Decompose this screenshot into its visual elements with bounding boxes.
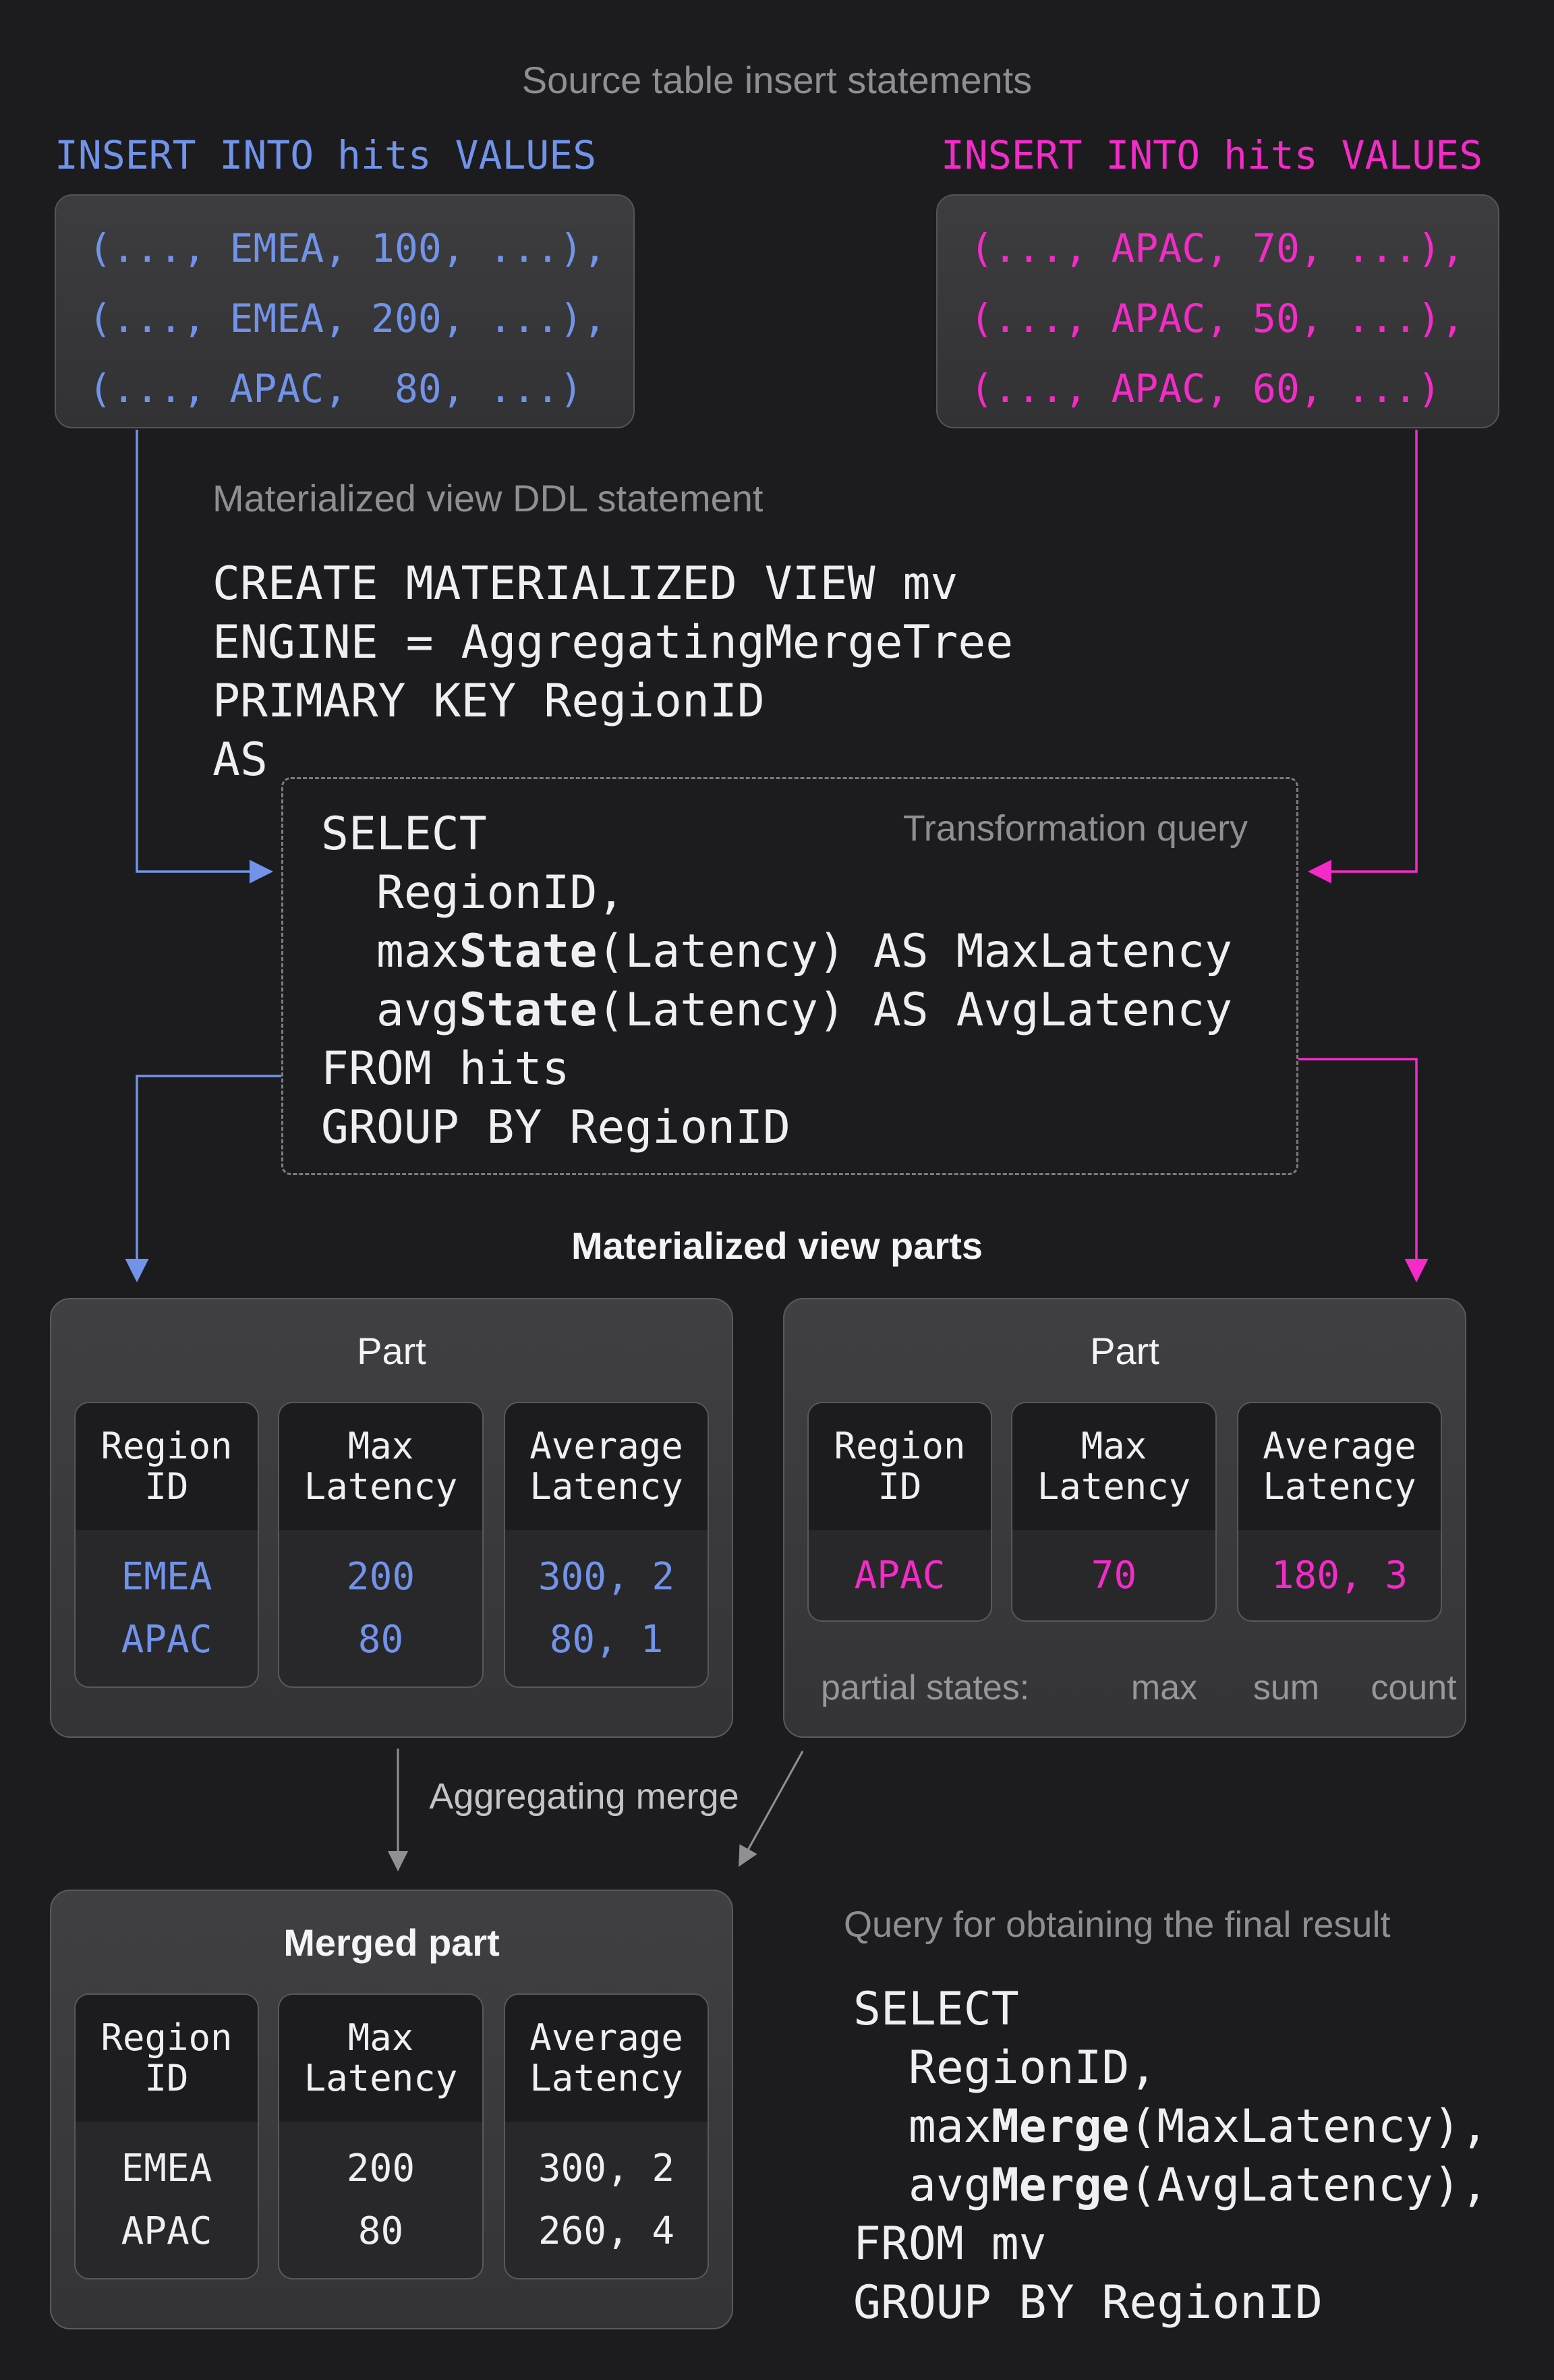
page-title: Source table insert statements <box>521 59 1033 101</box>
column-values: 180, 3 <box>1238 1530 1441 1620</box>
column-values: 200 80 <box>279 1530 482 1687</box>
tq-line: GROUP BY RegionID <box>321 1101 790 1154</box>
tq-line: avgState(Latency) AS AvgLatency <box>321 984 1233 1037</box>
tq-line: RegionID, <box>321 866 625 919</box>
merged-col-max: Max Latency 200 80 <box>278 1993 484 2279</box>
cell-value: 200 <box>346 1554 415 1599</box>
cell-value: APAC <box>121 2209 212 2254</box>
insert-left-label: INSERT INTO hits VALUES <box>55 132 597 178</box>
column-values: 200 80 <box>279 2122 482 2278</box>
ddl-line: AS <box>212 733 268 787</box>
column-header: Average Latency <box>1238 1403 1441 1530</box>
merged-part-box: Merged part Region ID EMEA APAC Max Late… <box>50 1890 733 2329</box>
final-query-heading: Query for obtaining the final result <box>844 1904 1391 1945</box>
column-header: Region ID <box>76 1403 258 1530</box>
part-left-col-region: Region ID EMEA APAC <box>74 1402 259 1688</box>
column-values: 70 <box>1012 1530 1215 1620</box>
partial-state-count-label: count <box>1371 1668 1457 1707</box>
column-header: Average Latency <box>505 1403 708 1530</box>
insert-right-line: (..., APAC, 50, ...), <box>970 295 1465 341</box>
transformation-query-heading: Transformation query <box>902 808 1248 849</box>
transformation-query-box: Transformation query SELECT RegionID, ma… <box>281 777 1298 1175</box>
cell-value: 80 <box>357 2209 404 2254</box>
mv-parts-heading: Materialized view parts <box>571 1224 983 1267</box>
arrow-insert-right-to-query <box>1308 430 1418 884</box>
fq-line: FROM mv <box>853 2217 1047 2271</box>
insert-left-line: (..., APAC, 80, ...) <box>88 366 583 412</box>
column-values: APAC <box>809 1530 991 1620</box>
column-header: Max Latency <box>279 1995 482 2122</box>
partial-state-sum-label: sum <box>1253 1668 1320 1707</box>
part-right-col-region: Region ID APAC <box>807 1402 992 1622</box>
part-left-col-avg: Average Latency 300, 2 80, 1 <box>504 1402 709 1688</box>
insert-left-line: (..., EMEA, 200, ...), <box>88 295 607 341</box>
insert-right-line: (..., APAC, 70, ...), <box>970 225 1465 271</box>
cell-value: EMEA <box>121 2146 212 2190</box>
column-values: EMEA APAC <box>76 2122 258 2278</box>
fq-line: avgMerge(AvgLatency), <box>853 2159 1489 2212</box>
tq-line: maxState(Latency) AS MaxLatency <box>321 925 1233 978</box>
partial-states-label: partial states: <box>821 1668 1030 1707</box>
part-right-col-max: Max Latency 70 <box>1011 1402 1217 1622</box>
part-box-left: Part Region ID EMEA APAC Max Latency 200… <box>50 1298 733 1738</box>
cell-value: 70 <box>1091 1553 1137 1597</box>
cell-value: 80, 1 <box>549 1618 664 1662</box>
ddl-line: CREATE MATERIALIZED VIEW mv <box>212 557 958 611</box>
cell-value: 180, 3 <box>1271 1553 1408 1597</box>
column-values: EMEA APAC <box>76 1530 258 1687</box>
cell-value: 260, 4 <box>538 2209 675 2254</box>
cell-value: APAC <box>121 1618 212 1662</box>
fq-line: RegionID, <box>853 2041 1157 2095</box>
insert-left-line: (..., EMEA, 100, ...), <box>88 225 607 271</box>
insert-right-label: INSERT INTO hits VALUES <box>941 132 1483 178</box>
ddl-heading: Materialized view DDL statement <box>212 477 764 519</box>
column-header: Average Latency <box>505 1995 708 2122</box>
ddl-line: PRIMARY KEY RegionID <box>212 675 765 728</box>
insert-left-box: (..., EMEA, 100, ...), (..., EMEA, 200, … <box>55 194 635 428</box>
ddl-line: ENGINE = AggregatingMergeTree <box>212 616 1014 669</box>
cell-value: EMEA <box>121 1554 212 1599</box>
final-query-code: SELECT RegionID, maxMerge(MaxLatency), a… <box>853 1980 1489 2332</box>
insert-right-box: (..., APAC, 70, ...), (..., APAC, 50, ..… <box>936 194 1499 428</box>
merged-col-region: Region ID EMEA APAC <box>74 1993 259 2279</box>
merged-part-title: Merged part <box>283 1921 500 1964</box>
fq-line: maxMerge(MaxLatency), <box>853 2100 1489 2153</box>
part-right-title: Part <box>1090 1330 1159 1372</box>
column-values: 300, 2 80, 1 <box>505 1530 708 1687</box>
partial-state-max-label: max <box>1130 1668 1198 1707</box>
insert-right-line: (..., APAC, 60, ...) <box>970 366 1441 412</box>
tq-line: SELECT <box>321 808 487 861</box>
fq-line: SELECT <box>853 1983 1019 2036</box>
merged-col-avg: Average Latency 300, 2 260, 4 <box>504 1993 709 2279</box>
part-left-col-max: Max Latency 200 80 <box>278 1402 484 1688</box>
column-header: Region ID <box>809 1403 991 1530</box>
cell-value: 200 <box>346 2146 415 2190</box>
cell-value: 80 <box>357 1618 404 1662</box>
part-box-right: Part Region ID APAC Max Latency 70 Avera… <box>783 1298 1466 1738</box>
part-right-col-avg: Average Latency 180, 3 <box>1237 1402 1442 1622</box>
column-header: Max Latency <box>1012 1403 1215 1530</box>
column-header: Region ID <box>76 1995 258 2122</box>
ddl-code-block: CREATE MATERIALIZED VIEW mv ENGINE = Agg… <box>212 555 1013 789</box>
cell-value: APAC <box>854 1553 946 1597</box>
column-values: 300, 2 260, 4 <box>505 2122 708 2278</box>
tq-line: FROM hits <box>321 1042 570 1096</box>
part-left-title: Part <box>357 1330 426 1372</box>
column-header: Max Latency <box>279 1403 482 1530</box>
fq-line: GROUP BY RegionID <box>853 2276 1323 2329</box>
transformation-query-code: SELECT RegionID, maxState(Latency) AS Ma… <box>321 805 1232 1157</box>
cell-value: 300, 2 <box>538 2146 675 2190</box>
aggregating-merge-label: Aggregating merge <box>429 1776 739 1817</box>
cell-value: 300, 2 <box>538 1554 675 1599</box>
